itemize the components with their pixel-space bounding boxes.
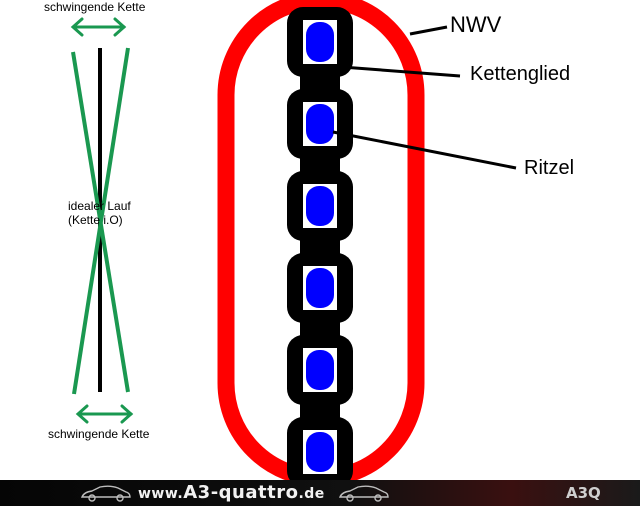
ideal-run-label-line1: idealer Lauf [68, 199, 131, 213]
site-url-prefix: www. [138, 486, 184, 502]
site-url-suffix: .de [298, 486, 325, 502]
chain-link-connector [300, 321, 340, 337]
swing-illustration [70, 17, 134, 424]
chain-pin [306, 104, 334, 144]
ideal-run-label-line2: (Kette i.O) [68, 213, 123, 227]
chain-pin [306, 432, 334, 472]
chain-link [287, 335, 353, 405]
chain-link-connector [300, 403, 340, 419]
car-right-icon [338, 485, 389, 502]
ritzel-label: Ritzel [524, 157, 575, 179]
ritzel-leader-line [332, 130, 517, 170]
bottom-double-arrow-icon [75, 404, 134, 424]
swing-line-right [72, 47, 130, 395]
top-swing-label: schwingende Kette [44, 0, 146, 14]
site-footer-bar: www.A3-quattro.de A3Q [0, 480, 640, 506]
bottom-swing-label: schwingende Kette [48, 427, 150, 441]
car-left-icon [80, 485, 131, 502]
chain-pin [306, 350, 334, 390]
chain-link-connector [300, 75, 340, 91]
kettenglied-label: Kettenglied [470, 63, 571, 85]
chain-link [287, 7, 353, 77]
chain-pin [306, 186, 334, 226]
nwv-leader-line [409, 25, 448, 36]
kettenglied-leader-line [341, 65, 461, 78]
site-url[interactable]: www.A3-quattro.de [138, 482, 325, 503]
site-logo-text: A3Q [566, 484, 601, 502]
chain-pin [306, 22, 334, 62]
chain-links [287, 7, 353, 487]
ideal-run-label: idealer Lauf (Kette i.O) [68, 199, 131, 227]
top-double-arrow-icon [70, 17, 127, 37]
chain-link [287, 417, 353, 487]
chain-link-connector [300, 157, 340, 173]
chain-link [287, 171, 353, 241]
nwv-label: NWV [450, 12, 502, 37]
chain-link-connector [300, 239, 340, 255]
chain-pin [306, 268, 334, 308]
chain-link [287, 89, 353, 159]
site-url-brand: A3-quattro [183, 482, 299, 503]
chain-link [287, 253, 353, 323]
